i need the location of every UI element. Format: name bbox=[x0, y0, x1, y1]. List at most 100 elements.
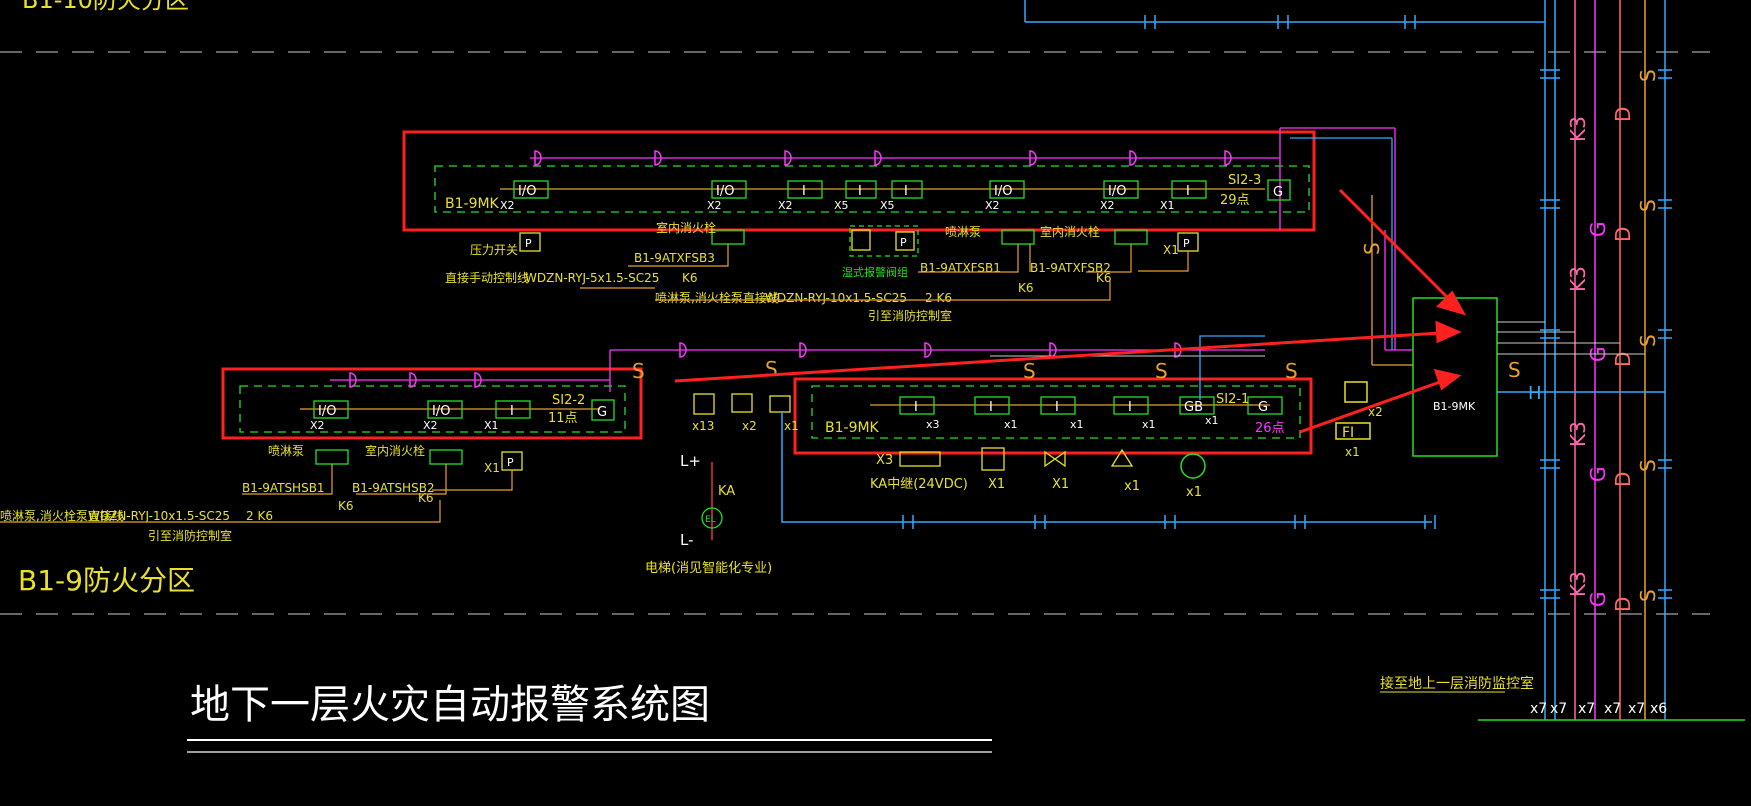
svg-text:X3: X3 bbox=[876, 453, 893, 468]
flow-icon bbox=[1110, 448, 1134, 467]
svg-text:喷淋泵,消火栓泵直接线: 喷淋泵,消火栓泵直接线 bbox=[655, 290, 779, 305]
svg-text:引至消防控制室: 引至消防控制室 bbox=[148, 528, 232, 543]
upper-g-label: G bbox=[1273, 185, 1283, 200]
svg-text:D: D bbox=[1611, 472, 1635, 487]
svg-text:WDZN-RYJ-10x1.5-SC25: WDZN-RYJ-10x1.5-SC25 bbox=[88, 509, 230, 523]
svg-text:K3: K3 bbox=[1566, 571, 1590, 597]
upper-group-module-box bbox=[434, 165, 1310, 213]
svg-text:I: I bbox=[989, 400, 993, 415]
alarm-bell-icon bbox=[1180, 453, 1206, 479]
svg-text:引至消防控制室: 引至消防控制室 bbox=[868, 308, 952, 323]
svg-text:I: I bbox=[904, 184, 908, 199]
svg-text:S: S bbox=[1285, 359, 1298, 383]
svg-text:喷淋泵: 喷淋泵 bbox=[268, 444, 304, 458]
svg-text:X2: X2 bbox=[423, 419, 438, 432]
svg-text:S: S bbox=[1508, 358, 1521, 382]
wet-valve-group bbox=[849, 225, 919, 257]
svg-text:K3: K3 bbox=[1566, 266, 1590, 292]
svg-text:D: D bbox=[1611, 107, 1635, 122]
zone-label-lower: B1-9防火分区 bbox=[18, 564, 195, 597]
svg-text:x7: x7 bbox=[1604, 701, 1621, 717]
svg-text:K6: K6 bbox=[1018, 281, 1034, 295]
svg-text:I/O: I/O bbox=[518, 184, 536, 199]
svg-text:x3: x3 bbox=[926, 418, 940, 431]
svg-text:x7: x7 bbox=[1550, 701, 1567, 717]
svg-text:X2: X2 bbox=[500, 199, 515, 212]
svg-text:P: P bbox=[900, 236, 907, 249]
svg-text:X1: X1 bbox=[1160, 199, 1175, 212]
svg-text:2 K6: 2 K6 bbox=[246, 509, 273, 523]
svg-text:X1: X1 bbox=[1163, 243, 1179, 257]
svg-text:P: P bbox=[525, 237, 532, 250]
svg-text:B1-9ATSHSB1: B1-9ATSHSB1 bbox=[242, 481, 325, 495]
svg-text:X1: X1 bbox=[484, 419, 499, 432]
svg-text:WDZN-RYJ-5x1.5-SC25: WDZN-RYJ-5x1.5-SC25 bbox=[525, 271, 659, 285]
svg-text:x1: x1 bbox=[1004, 418, 1018, 431]
svg-text:FI: FI bbox=[1342, 425, 1354, 441]
svg-text:K3: K3 bbox=[1566, 116, 1590, 142]
svg-text:P: P bbox=[1183, 237, 1190, 250]
svg-text:I: I bbox=[510, 404, 514, 419]
upper-panel-label: B1-9MK bbox=[445, 196, 500, 212]
svg-text:X5: X5 bbox=[880, 199, 895, 212]
svg-text:D: D bbox=[1611, 597, 1635, 612]
riser-counts: x7 x7 x7 x7 x7 x6 bbox=[1530, 701, 1667, 717]
svg-text:B1-9ATSHSB2: B1-9ATSHSB2 bbox=[352, 481, 435, 495]
svg-text:x1: x1 bbox=[1345, 445, 1360, 459]
svg-text:室内消火栓: 室内消火栓 bbox=[365, 443, 425, 458]
svg-text:B1-9ATXFSB3: B1-9ATXFSB3 bbox=[634, 251, 715, 265]
svg-text:KA: KA bbox=[718, 484, 735, 499]
svg-text:I: I bbox=[802, 184, 806, 199]
svg-text:x1: x1 bbox=[1124, 479, 1140, 494]
svg-text:D: D bbox=[1611, 352, 1635, 367]
svg-text:S: S bbox=[765, 357, 778, 381]
svg-text:K6: K6 bbox=[682, 271, 698, 285]
upper-loop-label: SI2-3 bbox=[1228, 173, 1261, 188]
svg-text:EL: EL bbox=[705, 515, 716, 525]
lower-right-points: 26点 bbox=[1255, 421, 1285, 436]
svg-text:11点: 11点 bbox=[548, 411, 578, 426]
svg-text:X2: X2 bbox=[310, 419, 325, 432]
svg-text:X1: X1 bbox=[1052, 477, 1069, 492]
zone-label-upper: B1-10防火分区 bbox=[22, 0, 189, 14]
svg-text:2 K6: 2 K6 bbox=[925, 291, 952, 305]
svg-text:x2: x2 bbox=[1368, 405, 1383, 419]
svg-text:喷淋泵,消火栓泵直接线: 喷淋泵,消火栓泵直接线 bbox=[0, 508, 124, 523]
svg-text:电梯(消见智能化专业): 电梯(消见智能化专业) bbox=[645, 561, 772, 576]
svg-text:X2: X2 bbox=[985, 199, 1000, 212]
lower-blue-bus bbox=[781, 412, 1432, 523]
elevator-relay-block: EL L+ KA L- 电梯(消见智能化专业) bbox=[645, 452, 772, 576]
svg-text:G: G bbox=[1586, 467, 1610, 483]
svg-text:x1: x1 bbox=[1070, 418, 1084, 431]
svg-text:I/O: I/O bbox=[1108, 184, 1126, 199]
svg-text:S: S bbox=[1636, 459, 1660, 472]
riser-h-ticks bbox=[1540, 69, 1672, 599]
pressure-switch-icon bbox=[519, 232, 541, 252]
svg-text:L+: L+ bbox=[680, 452, 701, 470]
svg-text:压力开关: 压力开关 bbox=[470, 243, 518, 257]
lower-right-loop-label: SI2-1 bbox=[1216, 392, 1249, 407]
svg-text:直接手动控制线: 直接手动控制线 bbox=[445, 270, 529, 285]
svg-text:G: G bbox=[1586, 222, 1610, 238]
svg-text:H: H bbox=[1528, 383, 1542, 404]
svg-text:I/O: I/O bbox=[716, 184, 734, 199]
fi-box bbox=[1335, 422, 1371, 440]
svg-text:I: I bbox=[1186, 184, 1190, 199]
svg-text:K6: K6 bbox=[338, 499, 354, 513]
riser-lines bbox=[1544, 0, 1666, 720]
svg-text:室内消火栓: 室内消火栓 bbox=[1040, 224, 1100, 239]
svg-text:I/O: I/O bbox=[318, 404, 336, 419]
svg-text:X1: X1 bbox=[988, 477, 1005, 492]
svg-text:湿式报警阀组: 湿式报警阀组 bbox=[842, 265, 908, 279]
smoke-detector-icon bbox=[693, 393, 715, 415]
broadcast-icon bbox=[769, 395, 791, 413]
svg-text:S: S bbox=[632, 359, 645, 383]
svg-text:K6: K6 bbox=[418, 491, 434, 505]
svg-text:D: D bbox=[1611, 227, 1635, 242]
phone-icon bbox=[1344, 381, 1368, 403]
svg-text:S: S bbox=[1636, 69, 1660, 82]
svg-text:X2: X2 bbox=[707, 199, 722, 212]
svg-text:X2: X2 bbox=[1100, 199, 1115, 212]
svg-text:I/O: I/O bbox=[432, 404, 450, 419]
main-panel-label: B1-9MK bbox=[1433, 400, 1476, 413]
